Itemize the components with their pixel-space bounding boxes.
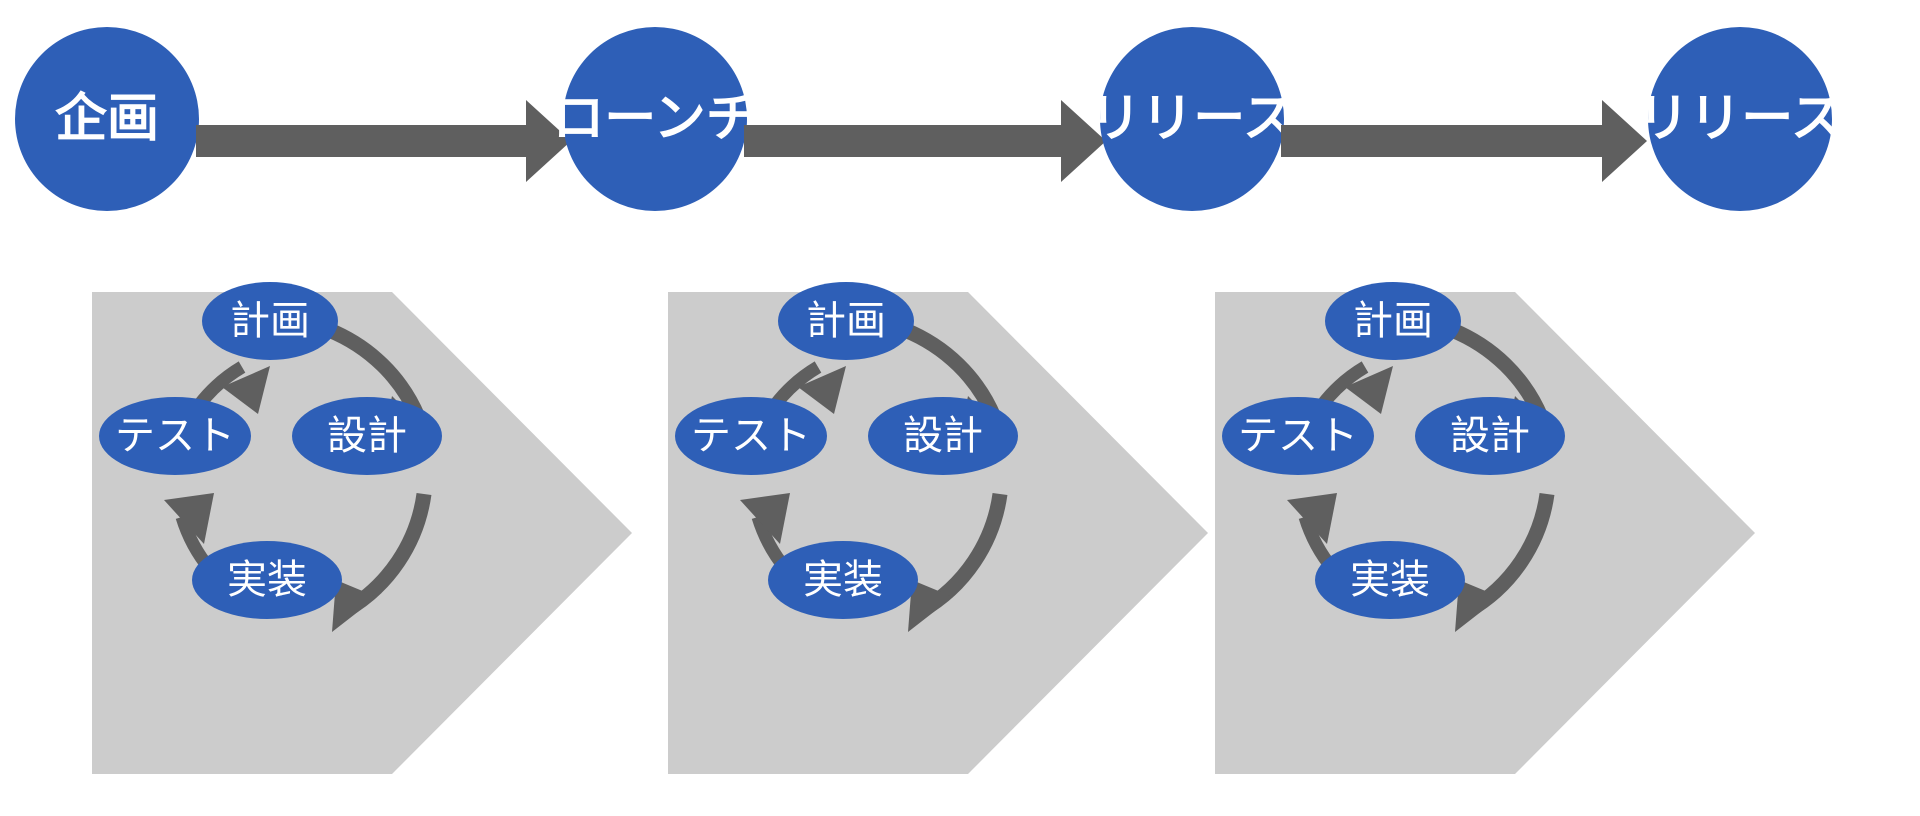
stage-chevron-1[interactable]: 計画 設計 実装 テスト bbox=[92, 282, 632, 774]
cycle-node-label-right-3: 設計 bbox=[1450, 414, 1530, 458]
cycle-node-bottom-2[interactable]: 実装 bbox=[768, 541, 918, 619]
flow-arrow-2 bbox=[744, 100, 1106, 182]
cycle-node-top-2[interactable]: 計画 bbox=[778, 282, 914, 360]
milestone-label-4: リリース bbox=[1637, 90, 1843, 148]
flow-arrow-1 bbox=[196, 100, 571, 182]
milestone-circle-4[interactable]: リリース bbox=[1637, 27, 1843, 211]
cycle-arrows-1 bbox=[164, 323, 435, 632]
cycle-arrows-3 bbox=[1287, 323, 1558, 632]
stage-chevron-3[interactable]: 計画 設計 実装 テスト bbox=[1215, 282, 1755, 774]
milestone-circle-2[interactable]: ローンチ bbox=[552, 27, 758, 211]
cycle-node-bottom-3[interactable]: 実装 bbox=[1315, 541, 1465, 619]
milestone-label-1: 企画 bbox=[54, 90, 159, 148]
cycle-node-label-bottom-1: 実装 bbox=[227, 558, 307, 602]
stage-chevron-2[interactable]: 計画 設計 実装 テスト bbox=[668, 282, 1208, 774]
milestone-label-2: ローンチ bbox=[552, 90, 758, 148]
cycle-node-label-bottom-2: 実装 bbox=[803, 558, 883, 602]
cycle-node-bottom-1[interactable]: 実装 bbox=[192, 541, 342, 619]
cycle-node-label-top-3: 計画 bbox=[1353, 299, 1433, 343]
cycle-node-right-2[interactable]: 設計 bbox=[868, 397, 1018, 475]
flow-arrow-3 bbox=[1281, 100, 1647, 182]
cycle-node-label-left-3: テスト bbox=[1238, 414, 1358, 458]
cycle-node-right-3[interactable]: 設計 bbox=[1415, 397, 1565, 475]
cycle-node-top-1[interactable]: 計画 bbox=[202, 282, 338, 360]
cycle-node-label-left-1: テスト bbox=[115, 414, 235, 458]
cycle-node-left-2[interactable]: テスト bbox=[675, 397, 827, 475]
milestone-label-3: リリース bbox=[1089, 90, 1295, 148]
milestone-circle-1[interactable]: 企画 bbox=[15, 27, 199, 211]
cycle-node-label-left-2: テスト bbox=[691, 414, 811, 458]
cycle-arrows-2 bbox=[740, 323, 1011, 632]
cycle-node-top-3[interactable]: 計画 bbox=[1325, 282, 1461, 360]
cycle-node-label-right-2: 設計 bbox=[903, 414, 983, 458]
cycle-node-label-top-1: 計画 bbox=[230, 299, 310, 343]
cycle-node-label-bottom-3: 実装 bbox=[1350, 558, 1430, 602]
cycle-node-left-1[interactable]: テスト bbox=[99, 397, 251, 475]
cycle-node-label-top-2: 計画 bbox=[806, 299, 886, 343]
milestone-circle-3[interactable]: リリース bbox=[1089, 27, 1295, 211]
cycle-node-label-right-1: 設計 bbox=[327, 414, 407, 458]
cycle-node-right-1[interactable]: 設計 bbox=[292, 397, 442, 475]
cycle-node-left-3[interactable]: テスト bbox=[1222, 397, 1374, 475]
